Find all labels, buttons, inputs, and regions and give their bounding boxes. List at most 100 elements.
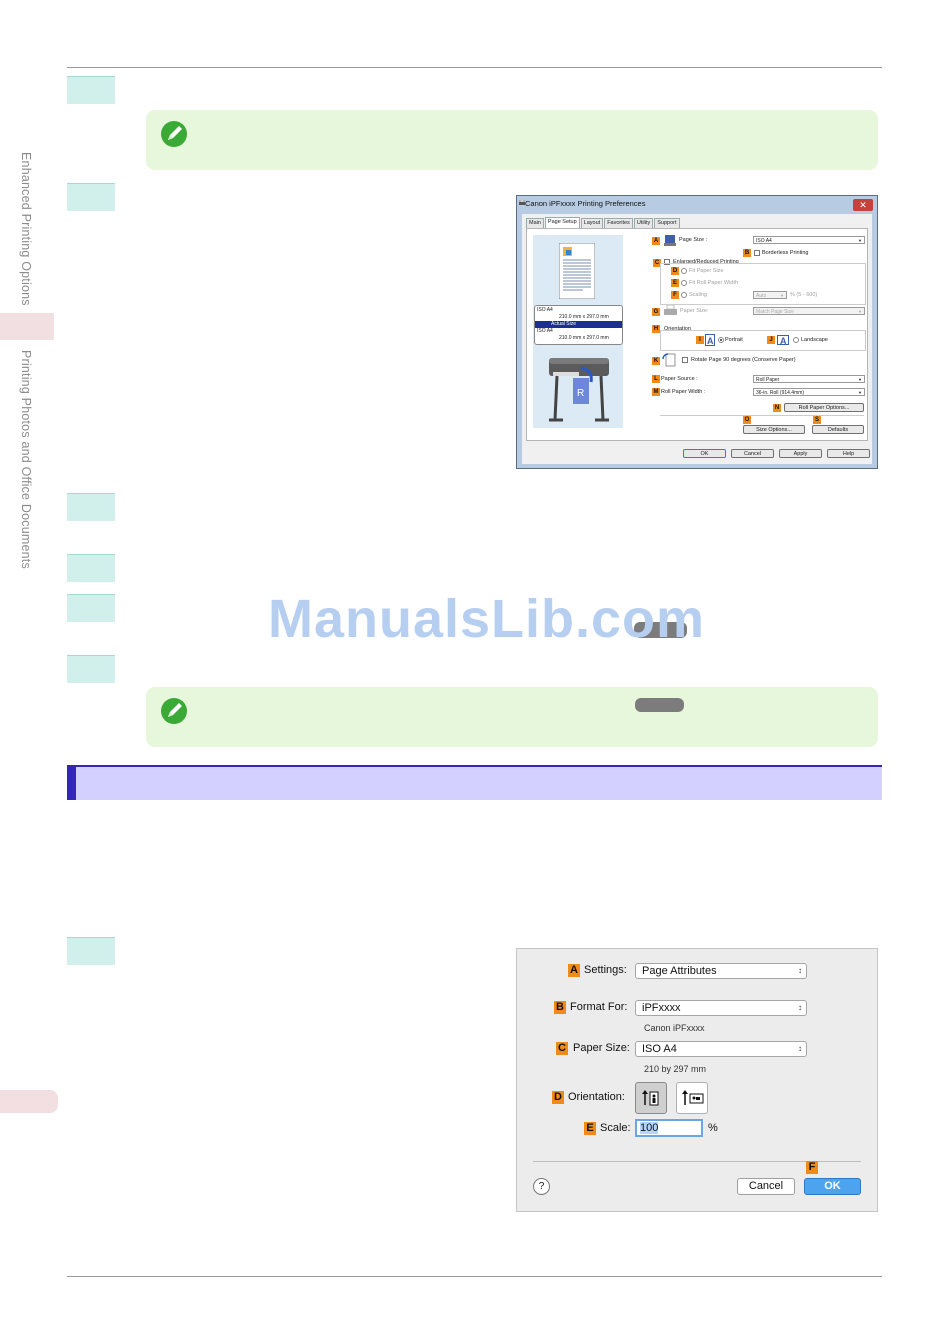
callout-n: N — [773, 404, 781, 412]
rotate-page-checkbox[interactable] — [682, 357, 688, 363]
step-marker-6 — [67, 655, 115, 683]
fit-paper-size-radio[interactable] — [681, 268, 687, 274]
separator — [660, 415, 864, 416]
page-size-select[interactable]: ISO A4 — [753, 236, 865, 245]
enlarged-reduced-label: Enlarged/Reduced Printing — [673, 259, 739, 265]
page-preview-image — [559, 243, 595, 299]
callout-a: A — [652, 237, 660, 245]
print-preview-pane: ISO A4 210.0 mm x 297.0 mm Actual Size I… — [533, 235, 623, 428]
svg-text:A: A — [780, 336, 787, 346]
cancel-button[interactable]: Cancel — [737, 1178, 795, 1195]
callout-c: C — [556, 1042, 568, 1055]
tab-support[interactable]: Support — [654, 218, 680, 228]
tab-strip: Main Page Setup Layout Favorites Utility… — [526, 217, 681, 228]
pencil-note-icon — [161, 121, 187, 147]
tab-favorites[interactable]: Favorites — [604, 218, 633, 228]
side-nav-printing-photos[interactable]: Printing Photos and Office Documents — [19, 350, 33, 569]
fit-paper-size-label: Fit Paper Size — [689, 268, 724, 274]
borderless-label: Borderless Printing — [762, 250, 809, 256]
dialog-body: Main Page Setup Layout Favorites Utility… — [522, 214, 872, 464]
summary-output-dims: 210.0 mm x 297.0 mm — [559, 335, 609, 341]
help-button[interactable]: Help — [827, 449, 870, 458]
page-size-icon — [664, 235, 676, 246]
roll-width-select[interactable]: 36-in. Roll (914.4mm) — [753, 388, 865, 397]
side-tab-bottom — [0, 1090, 58, 1113]
callout-g: G — [652, 308, 660, 316]
landscape-radio[interactable] — [793, 337, 799, 343]
close-icon[interactable]: ✕ — [853, 199, 873, 211]
scaling-spinner[interactable]: Auto — [753, 291, 787, 300]
callout-k: K — [652, 357, 660, 365]
printer-app-icon — [519, 200, 525, 205]
scaling-label: Scaling — [689, 292, 708, 298]
step-marker-1 — [67, 76, 115, 104]
size-options-button[interactable]: Size Options... — [743, 425, 805, 434]
callout-s: S — [813, 416, 821, 424]
scale-value: 100 — [640, 1122, 659, 1134]
paper-size-select[interactable]: Match Page Size — [753, 307, 865, 316]
key-reference-pill — [634, 622, 687, 638]
portrait-orientation-icon — [642, 1090, 659, 1106]
help-icon[interactable]: ? — [533, 1178, 550, 1195]
svg-text:R: R — [577, 388, 584, 399]
cancel-button[interactable]: Cancel — [731, 449, 774, 458]
callout-b: B — [554, 1001, 566, 1014]
step-marker-7 — [67, 937, 115, 965]
side-nav-enhanced-printing[interactable]: Enhanced Printing Options — [19, 152, 33, 306]
format-for-label: Format For: — [570, 1001, 628, 1013]
mac-page-attributes-dialog: A Settings: Page Attributes↕ B Format Fo… — [516, 948, 878, 1212]
callout-d: D — [671, 267, 679, 275]
settings-label: Settings: — [584, 964, 627, 976]
fit-roll-width-radio[interactable] — [681, 280, 687, 286]
roll-paper-options-button[interactable]: Roll Paper Options... — [784, 403, 864, 412]
paper-size-popup[interactable]: ISO A4 ↕ — [635, 1041, 807, 1057]
paper-size-summary-box: ISO A4 210.0 mm x 297.0 mm Actual Size I… — [534, 305, 623, 345]
side-tab-highlight — [0, 313, 54, 340]
borderless-checkbox[interactable] — [754, 250, 760, 256]
apply-button[interactable]: Apply — [779, 449, 822, 458]
separator — [533, 1161, 861, 1162]
orientation-label: Orientation — [664, 326, 691, 332]
paper-size-label: Paper Size: — [573, 1042, 630, 1054]
callout-o: O — [743, 416, 751, 424]
orientation-group — [660, 330, 866, 351]
fit-roll-width-label: Fit Roll Paper Width — [689, 280, 738, 286]
popup-arrows-icon: ↕ — [798, 1044, 802, 1053]
ok-button[interactable]: OK — [683, 449, 726, 458]
ok-button[interactable]: OK — [804, 1178, 861, 1195]
settings-popup[interactable]: Page Attributes↕ — [635, 963, 807, 979]
portrait-orientation-button[interactable] — [635, 1082, 667, 1114]
scale-input[interactable]: 100 — [635, 1119, 703, 1137]
scaling-radio[interactable] — [681, 292, 687, 298]
summary-source-dims: 210.0 mm x 297.0 mm — [559, 314, 609, 320]
format-for-popup[interactable]: iPFxxxx↕ — [635, 1000, 807, 1016]
step-marker-5 — [67, 594, 115, 622]
windows-printing-preferences-dialog: Canon iPFxxxx Printing Preferences ✕ Mai… — [516, 195, 878, 469]
paper-source-label: Paper Source : — [661, 376, 698, 382]
enlarged-reduced-checkbox[interactable] — [664, 259, 670, 265]
landscape-orientation-button[interactable] — [676, 1082, 708, 1114]
callout-f: F — [806, 1161, 818, 1174]
pencil-note-icon — [161, 698, 187, 724]
tab-utility[interactable]: Utility — [633, 218, 654, 228]
portrait-radio[interactable] — [718, 337, 724, 343]
callout-a: A — [568, 964, 580, 977]
scaling-range: % (5 - 600) — [790, 292, 818, 298]
tab-layout[interactable]: Layout — [580, 218, 604, 228]
landscape-orientation-icon — [682, 1090, 704, 1105]
tab-page-setup[interactable]: Page Setup — [544, 217, 580, 228]
settings-value: Page Attributes — [642, 965, 717, 977]
paper-source-select[interactable]: Roll Paper — [753, 375, 865, 384]
paper-size-label: Paper Size: — [680, 308, 709, 314]
roll-width-label: Roll Paper Width : — [661, 389, 706, 395]
callout-l: L — [652, 375, 660, 383]
landscape-label: Landscape — [801, 337, 828, 343]
callout-d: D — [552, 1091, 564, 1104]
callout-h: H — [652, 325, 660, 333]
paper-size-value: ISO A4 — [642, 1043, 677, 1055]
callout-e: E — [584, 1122, 596, 1135]
tab-main[interactable]: Main — [526, 218, 544, 228]
defaults-button[interactable]: Defaults — [812, 425, 864, 434]
page-setup-panel: ISO A4 210.0 mm x 297.0 mm Actual Size I… — [526, 228, 868, 441]
summary-source-size: ISO A4 — [537, 307, 553, 313]
